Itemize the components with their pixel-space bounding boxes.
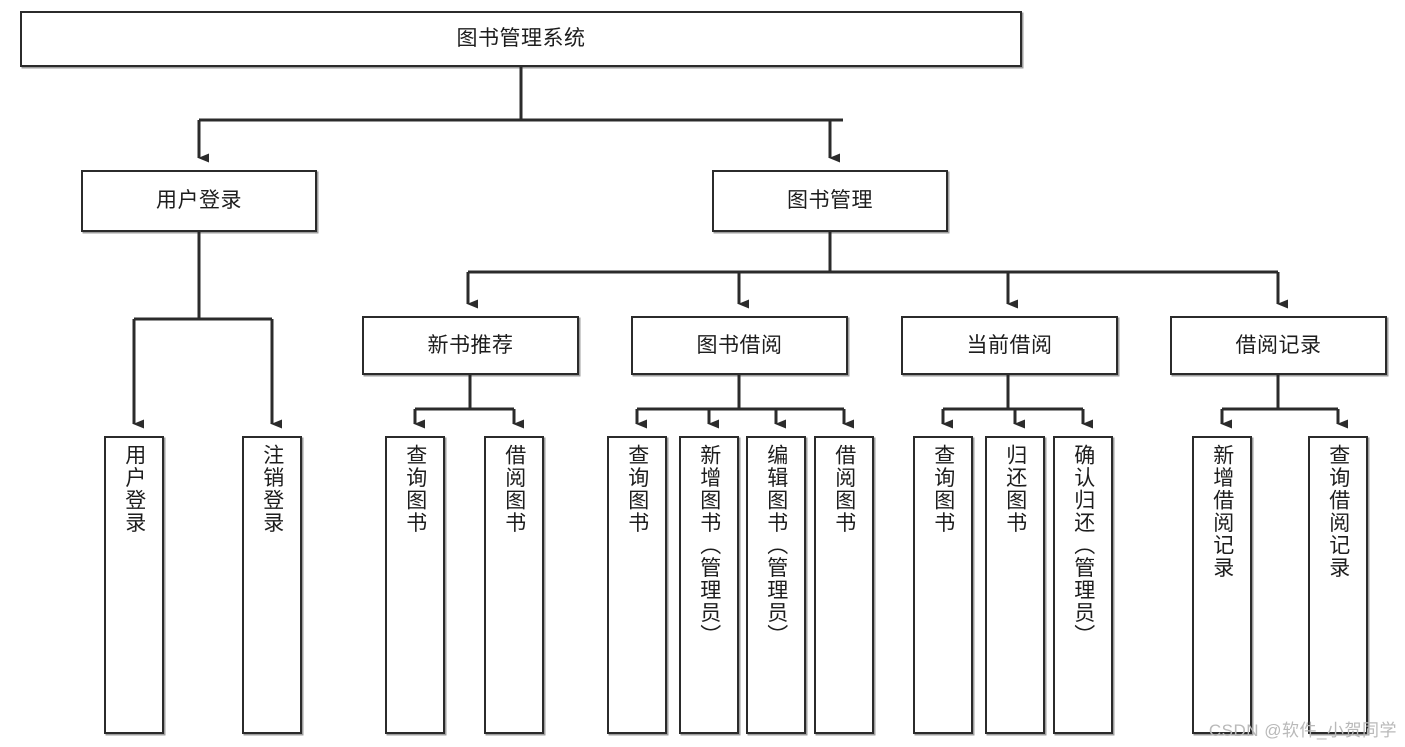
leaf-borrow-book-2-label: 借阅图书 (832, 444, 856, 534)
leaf-query-book-2[interactable]: 查询图书 (607, 436, 667, 734)
node-borrow-record-label: 借阅记录 (1235, 333, 1322, 357)
node-new-book-recommend-label: 新书推荐 (427, 333, 514, 357)
node-current-borrow[interactable]: 当前借阅 (901, 316, 1118, 375)
node-borrow-record[interactable]: 借阅记录 (1170, 316, 1387, 375)
leaf-query-book-1[interactable]: 查询图书 (385, 436, 445, 734)
node-user-login[interactable]: 用户登录 (81, 170, 317, 232)
node-root-label: 图书管理系统 (456, 27, 586, 51)
leaf-add-borrow-record[interactable]: 新增借阅记录 (1192, 436, 1252, 734)
leaf-add-borrow-record-label: 新增借阅记录 (1210, 444, 1234, 579)
leaf-add-book-admin-label: 新增图书（管理员） (697, 444, 721, 647)
leaf-borrow-book-1-label: 借阅图书 (502, 444, 526, 534)
leaf-query-book-3[interactable]: 查询图书 (913, 436, 973, 734)
leaf-query-borrow-record[interactable]: 查询借阅记录 (1308, 436, 1368, 734)
node-current-borrow-label: 当前借阅 (966, 333, 1053, 357)
leaf-query-book-3-label: 查询图书 (931, 444, 955, 534)
node-book-borrow[interactable]: 图书借阅 (631, 316, 848, 375)
leaf-borrow-book-2[interactable]: 借阅图书 (814, 436, 874, 734)
node-user-login-label: 用户登录 (156, 189, 242, 213)
leaf-return-book[interactable]: 归还图书 (985, 436, 1045, 734)
node-book-manage[interactable]: 图书管理 (712, 170, 948, 232)
node-new-book-recommend[interactable]: 新书推荐 (362, 316, 579, 375)
leaf-user-login-label: 用户登录 (122, 444, 146, 534)
leaf-query-book-1-label: 查询图书 (403, 444, 427, 534)
leaf-logout-label: 注销登录 (260, 444, 284, 534)
leaf-query-borrow-record-label: 查询借阅记录 (1326, 444, 1350, 579)
node-root[interactable]: 图书管理系统 (20, 11, 1022, 67)
leaf-add-book-admin[interactable]: 新增图书（管理员） (679, 436, 739, 734)
leaf-edit-book-admin-label: 编辑图书（管理员） (764, 444, 788, 647)
leaf-user-login[interactable]: 用户登录 (104, 436, 164, 734)
leaf-return-book-label: 归还图书 (1003, 444, 1027, 534)
leaf-edit-book-admin[interactable]: 编辑图书（管理员） (746, 436, 806, 734)
leaf-confirm-return-admin-label: 确认归还（管理员） (1071, 444, 1095, 647)
leaf-confirm-return-admin[interactable]: 确认归还（管理员） (1053, 436, 1113, 734)
node-book-manage-label: 图书管理 (787, 189, 873, 213)
leaf-logout[interactable]: 注销登录 (242, 436, 302, 734)
node-book-borrow-label: 图书借阅 (696, 333, 783, 357)
leaf-query-book-2-label: 查询图书 (625, 444, 649, 534)
leaf-borrow-book-1[interactable]: 借阅图书 (484, 436, 544, 734)
